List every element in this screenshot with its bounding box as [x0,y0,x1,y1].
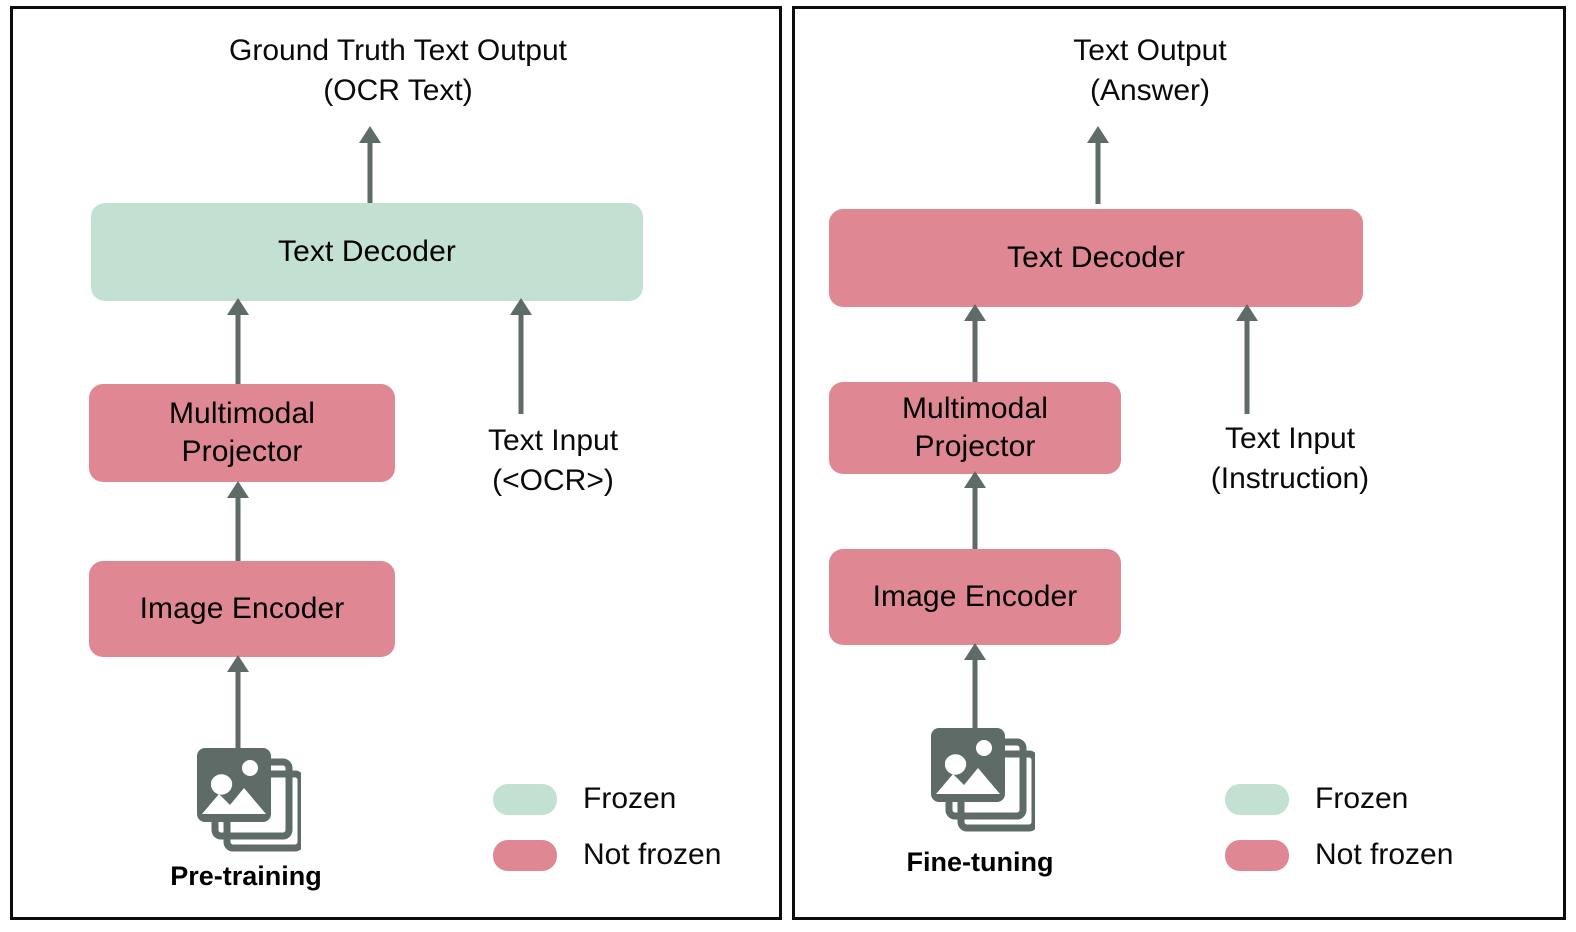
node-multimodal-projector-label: Multimodal Projector [901,391,1049,463]
legend-row-not-frozen: Not frozen [493,832,721,878]
image-stack-icon [191,744,305,852]
panel-fine-tuning: Text Output (Answer) Text Decoder Multim… [792,6,1566,920]
legend: Frozen Not frozen [493,776,721,888]
node-text-decoder: Text Decoder [91,203,643,301]
node-text-decoder-label: Text Decoder [1007,240,1185,274]
stage-label-pre-training: Pre-training [170,861,322,891]
legend-row-not-frozen: Not frozen [1225,832,1453,878]
stage-label-fine-tuning: Fine-tuning [906,847,1054,877]
legend-label-frozen: Frozen [583,782,677,815]
legend-label-frozen: Frozen [1315,782,1409,815]
node-image-encoder-label: Image Encoder [872,579,1078,613]
legend: Frozen Not frozen [1225,776,1453,888]
legend-swatch-not-frozen [493,839,557,871]
node-text-decoder: Text Decoder [829,209,1363,307]
node-text-decoder-label: Text Decoder [278,234,456,268]
text-input-caption: Text Input (Instruction) [1210,422,1370,495]
top-output-caption: Text Output (Answer) [1073,34,1227,107]
node-multimodal-projector-label: Multimodal Projector [168,396,316,468]
legend-swatch-frozen [1225,783,1289,815]
node-multimodal-projector: Multimodal Projector [829,382,1121,474]
legend-label-not-frozen: Not frozen [1315,838,1454,871]
legend-row-frozen: Frozen [493,776,721,822]
node-multimodal-projector: Multimodal Projector [89,384,395,482]
node-image-encoder: Image Encoder [829,549,1121,645]
text-input-caption: Text Input (<OCR>) [487,424,619,497]
legend-row-frozen: Frozen [1225,776,1453,822]
panel-pre-training: Ground Truth Text Output (OCR Text) Text… [10,6,782,920]
node-image-encoder-label: Image Encoder [139,591,345,625]
node-image-encoder: Image Encoder [89,561,395,657]
image-stack-icon [925,724,1039,832]
legend-label-not-frozen: Not frozen [583,838,722,871]
legend-swatch-frozen [493,783,557,815]
top-output-caption: Ground Truth Text Output (OCR Text) [229,34,567,107]
legend-swatch-not-frozen [1225,839,1289,871]
